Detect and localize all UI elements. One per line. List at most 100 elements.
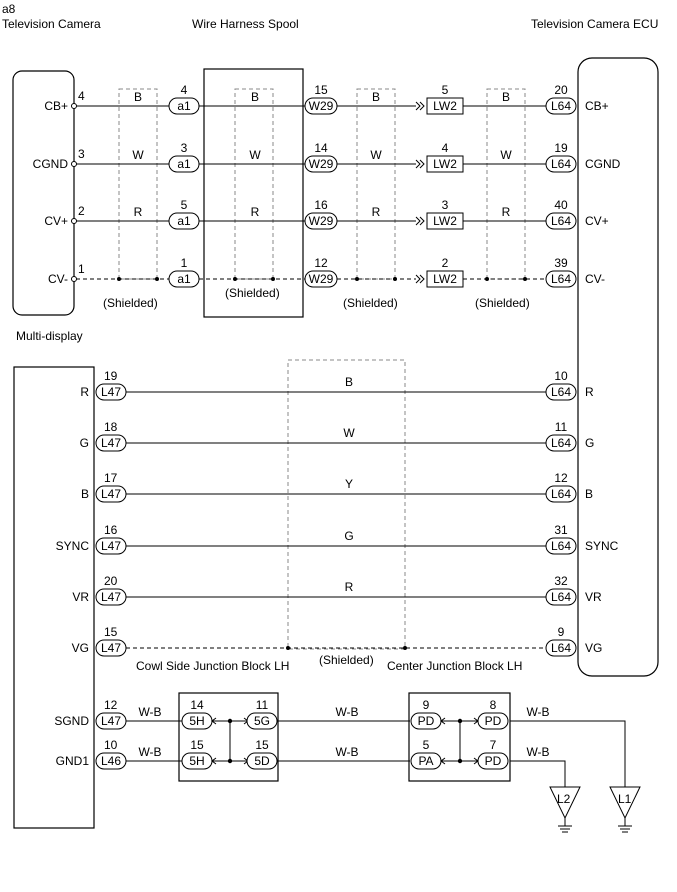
conn-p2-1-label: PD (485, 754, 502, 768)
conn-display-gnd-pin-0: 12 (104, 698, 118, 712)
display-signal-3: SYNC (56, 539, 90, 553)
ecu-signal-0: CB+ (585, 99, 609, 113)
shield-4 (486, 88, 526, 280)
conn-ecu-2 (545, 212, 577, 230)
conn-5x-1-label: 5D (254, 754, 270, 768)
ground-point-l1: L1 (609, 786, 641, 833)
conn-ecu-0-label: L64 (551, 99, 571, 113)
ecu-video-signal-1: G (585, 436, 594, 450)
conn-ecu-video-3-label: L64 (551, 539, 571, 553)
conn-lw2-pin-2: 3 (442, 198, 449, 212)
shield-dot-1 (155, 277, 159, 281)
ecu-signal-1: CGND (585, 157, 621, 171)
conn-display-pin-4: 20 (104, 574, 118, 588)
display-signal-4: VR (72, 590, 89, 604)
video-shield-dot-1 (403, 646, 407, 650)
conn-display-pin-5: 15 (104, 625, 118, 639)
conn-a1-pin-2: 5 (181, 198, 188, 212)
conn-ecu-video-pin-5: 9 (558, 625, 565, 639)
conn-display-4-label: L47 (101, 590, 121, 604)
conn-5h-pin-0: 14 (190, 698, 204, 712)
shield-dot-0 (117, 277, 121, 281)
shielded-label-2: (Shielded) (225, 286, 280, 300)
wire-color-1-2: R (134, 205, 143, 219)
gnd-wire-color-2-0: W-B (335, 705, 358, 719)
gnd-wire-color-1-1: W-B (138, 745, 161, 759)
conn-lw2-pin-1: 4 (442, 141, 449, 155)
gnd-arrow-1-0 (211, 717, 217, 725)
conn-ecu-video-5 (545, 639, 577, 657)
display-signal-5: VG (72, 641, 89, 655)
tv-camera-title: Television Camera (2, 17, 101, 31)
camera-pin-0: 4 (78, 89, 85, 103)
shield-video (287, 359, 406, 650)
video-wire-color-2: Y (345, 477, 353, 491)
conn-ecu-video-4-label: L64 (551, 590, 571, 604)
conn-ecu-pin-0: 20 (554, 83, 568, 97)
conn-ecu-video-2 (545, 485, 577, 503)
gnd-arrow-1-1 (211, 757, 217, 765)
conn-ecu-video-0 (545, 383, 577, 401)
shield-dot-5 (393, 277, 397, 281)
center-junction-block (408, 692, 511, 782)
wire-color-2-1: W (249, 148, 261, 162)
multi-display-label: Multi-display (16, 329, 83, 343)
conn-5x-pin-0: 11 (256, 698, 269, 712)
shield-dot-6 (485, 277, 489, 281)
camera-terminal-0 (71, 103, 77, 109)
gnd-arrow-3-0 (440, 717, 446, 725)
ground-point-l2: L2 (549, 786, 581, 833)
ecu-video-signal-4: VR (585, 590, 602, 604)
video-wire-color-1: W (343, 426, 355, 440)
conn-display-3-label: L47 (101, 539, 121, 553)
display-ground-signal-0: SGND (54, 714, 89, 728)
conn-p1-pin-1: 5 (423, 738, 430, 752)
video-wire-color-0: B (345, 375, 353, 389)
wire-color-2-2: R (251, 205, 260, 219)
conn-display-pin-0: 19 (104, 369, 118, 383)
conn-lw2-0-label: LW2 (433, 99, 457, 113)
harness-spool-box (203, 68, 304, 318)
wire-color-1-1: W (132, 148, 144, 162)
conn-display-gnd-1-label: L46 (101, 754, 121, 768)
ground-label-l2: L2 (557, 792, 571, 806)
conn-w29-pin-1: 14 (314, 141, 328, 155)
wire-color-4-0: B (502, 90, 510, 104)
tv-camera-box (12, 70, 75, 316)
shield-3 (356, 88, 396, 280)
conn-ecu-video-0-label: L64 (551, 385, 571, 399)
conn-w29-0-label: W29 (309, 99, 334, 113)
wire-color-3-0: B (372, 90, 380, 104)
cowl-jb-label: Cowl Side Junction Block LH (136, 659, 289, 673)
conn-display-pin-2: 17 (104, 471, 118, 485)
conn-p1-pin-0: 9 (423, 698, 430, 712)
conn-display-2-label: L47 (101, 487, 121, 501)
gnd-arrow-3-1 (440, 757, 446, 765)
conn-ecu-video-pin-1: 11 (555, 420, 568, 434)
chevron-3 (415, 274, 425, 284)
conn-a1-3-label: a1 (177, 272, 191, 286)
conn-display-gnd-pin-1: 10 (104, 738, 118, 752)
conn-a1-0-label: a1 (177, 99, 191, 113)
cowl-junction-block (178, 692, 279, 782)
conn-ecu-2-label: L64 (551, 214, 571, 228)
conn-ecu-3 (545, 270, 577, 288)
conn-w29-pin-3: 12 (314, 256, 328, 270)
conn-a1-2-label: a1 (177, 214, 191, 228)
conn-ecu-video-4 (545, 588, 577, 606)
wire-color-4-1: W (500, 148, 512, 162)
chevron-0 (415, 101, 425, 111)
ecu-video-signal-3: SYNC (585, 539, 619, 553)
shielded-label-1: (Shielded) (103, 296, 158, 310)
diagram-code: a8 (2, 2, 16, 16)
chevron-1 (415, 159, 425, 169)
conn-ecu-video-pin-3: 31 (554, 523, 568, 537)
camera-signal-0: CB+ (44, 99, 68, 113)
camera-pin-1: 3 (78, 147, 85, 161)
conn-p1-1-label: PA (418, 754, 433, 768)
ecu-title: Television Camera ECU (531, 17, 658, 31)
conn-p2-0 (477, 712, 509, 730)
